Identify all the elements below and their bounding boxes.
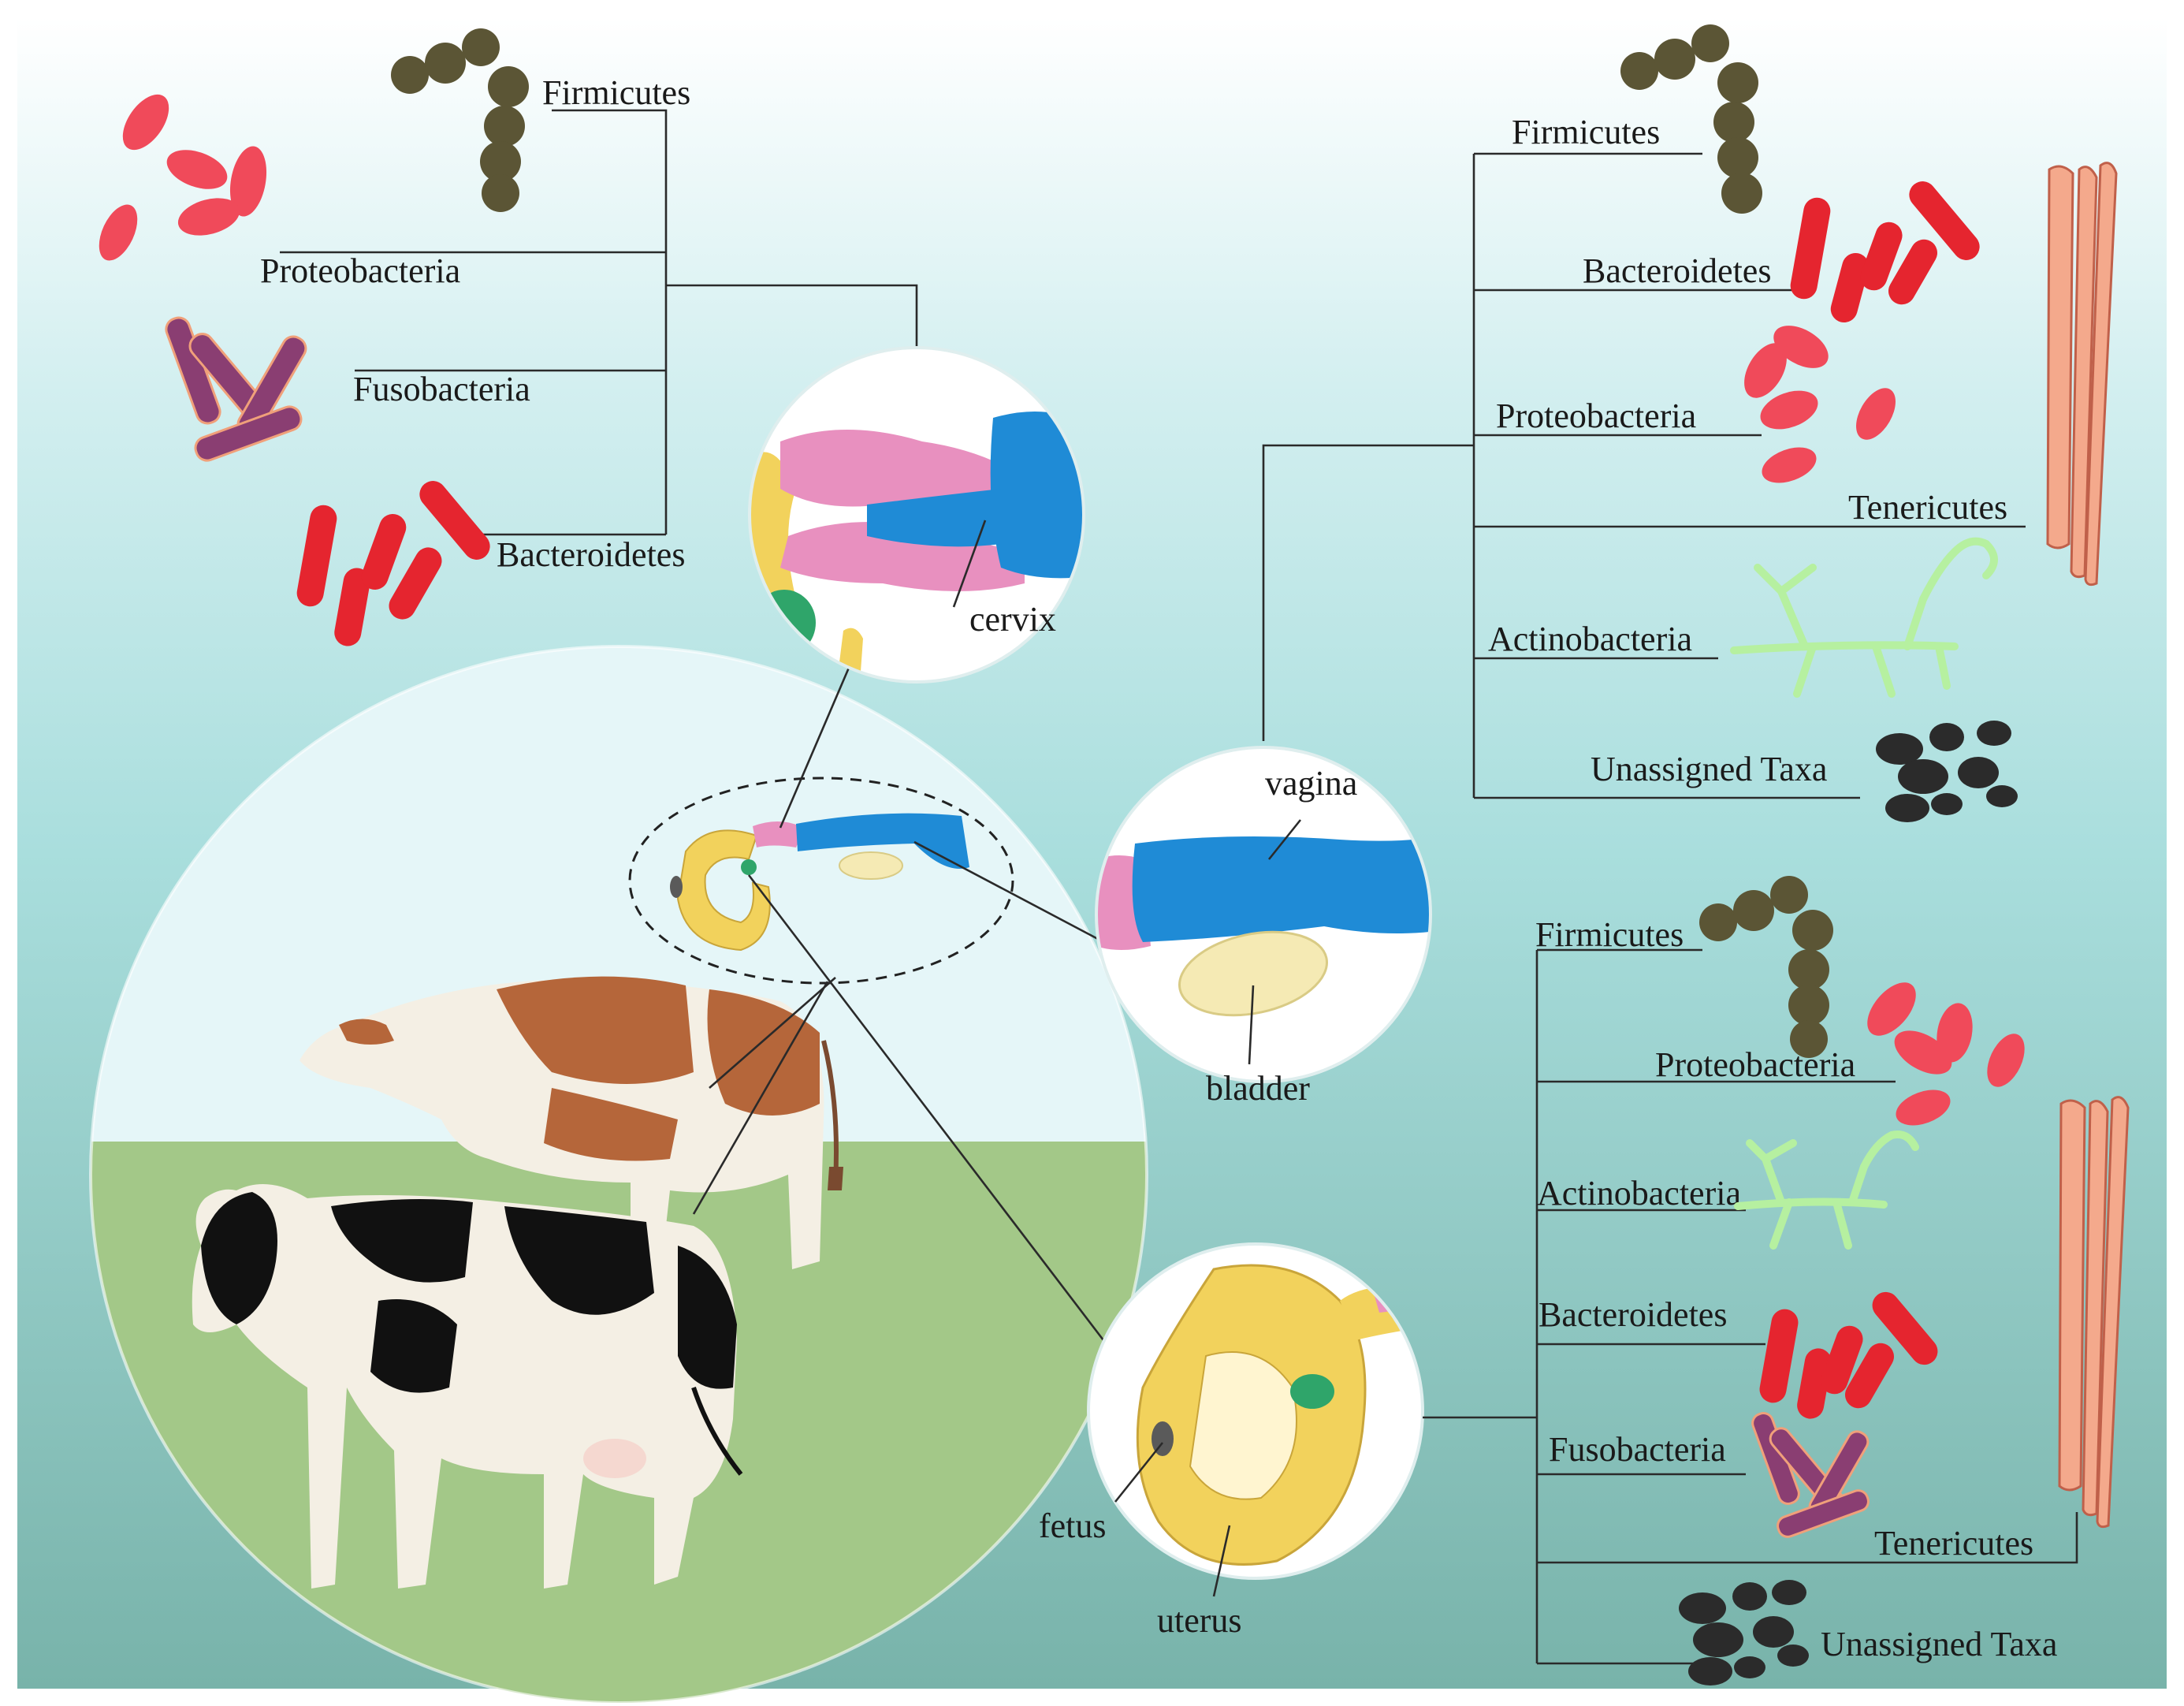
vagina-taxon-firmicutes: Firmicutes bbox=[1512, 113, 1660, 151]
uterus-taxon-firmicutes: Firmicutes bbox=[1535, 915, 1684, 954]
flagellated-bacteria-icon bbox=[1744, 326, 1896, 483]
cocci-chain-icon bbox=[391, 28, 529, 212]
uterus-label: uterus bbox=[1157, 1601, 1242, 1640]
vagina-small bbox=[796, 813, 969, 869]
cervix-taxon-firmicutes: Firmicutes bbox=[542, 73, 690, 112]
reproductive-tract-overview bbox=[628, 777, 1014, 985]
vagina-taxon-proteobacteria: Proteobacteria bbox=[1496, 397, 1696, 435]
cervix-taxon-fusobacteria: Fusobacteria bbox=[353, 370, 530, 408]
flagellated-bacteria-icon bbox=[99, 94, 267, 261]
cervix-taxon-bacteroidetes: Bacteroidetes bbox=[497, 535, 685, 574]
cervix-small bbox=[753, 821, 804, 847]
vagina-taxon-bacteroidetes: Bacteroidetes bbox=[1583, 251, 1771, 290]
vagina-taxon-actinobacteria: Actinobacteria bbox=[1488, 620, 1692, 658]
holstein-cow bbox=[192, 1184, 743, 1589]
bladder-zoom bbox=[1178, 930, 1329, 1017]
vagina-zoom: vagina bladder bbox=[1095, 746, 1432, 1108]
uterus-taxon-bacteroidetes: Bacteroidetes bbox=[1538, 1295, 1727, 1334]
flagellated-bacteria-icon bbox=[1867, 982, 2025, 1126]
fusiform-rods-icon bbox=[165, 316, 307, 462]
elongated-cells-icon bbox=[2046, 162, 2118, 587]
branching-filaments-icon bbox=[1730, 537, 1998, 698]
vagina-taxon-unassigned: Unassigned Taxa bbox=[1591, 750, 1827, 788]
cervix-taxon-proteobacteria: Proteobacteria bbox=[260, 251, 460, 290]
uterus-taxon-fusobacteria: Fusobacteria bbox=[1549, 1430, 1726, 1469]
cocci-chain-icon bbox=[1699, 876, 1833, 1058]
branching-filaments-icon bbox=[1734, 1131, 1919, 1250]
uterus-taxon-unassigned: Unassigned Taxa bbox=[1821, 1625, 2057, 1663]
brown-cow bbox=[300, 976, 843, 1269]
uterus-taxon-proteobacteria: Proteobacteria bbox=[1655, 1045, 1855, 1084]
fetus-label: fetus bbox=[1039, 1507, 1107, 1545]
uterus-taxon-tenericutes: Tenericutes bbox=[1874, 1524, 2033, 1563]
vagina-label: vagina bbox=[1265, 764, 1357, 803]
connector-lines bbox=[666, 284, 1112, 1341]
uterus-taxa-tree: Firmicutes Proteobacteria Actinobacteria… bbox=[1423, 876, 2130, 1686]
farm-circle bbox=[89, 645, 1148, 1704]
ovary-small bbox=[741, 859, 757, 875]
fusiform-rods-icon bbox=[1751, 1412, 1870, 1538]
cocci-chain-icon bbox=[1620, 24, 1762, 214]
rod-bacteria-icon bbox=[1759, 1291, 1938, 1419]
cervix-taxa-tree: Firmicutes Proteobacteria Fusobacteria B… bbox=[99, 28, 690, 646]
bladder-label: bladder bbox=[1206, 1069, 1310, 1108]
rod-bacteria-icon bbox=[296, 481, 490, 646]
dark-clumps-icon bbox=[1876, 721, 2018, 822]
uterus-taxon-actinobacteria: Actinobacteria bbox=[1537, 1174, 1741, 1212]
elongated-cells-icon bbox=[2058, 1096, 2130, 1529]
rod-bacteria-icon bbox=[1790, 181, 1980, 323]
dark-clumps-icon bbox=[1679, 1580, 1809, 1686]
vagina-taxa-tree: Firmicutes Bacteroidetes Proteobacteria … bbox=[1262, 24, 2118, 822]
vagina-taxon-tenericutes: Tenericutes bbox=[1848, 488, 2007, 527]
cervix-label: cervix bbox=[969, 600, 1056, 639]
bladder-small bbox=[839, 851, 903, 880]
